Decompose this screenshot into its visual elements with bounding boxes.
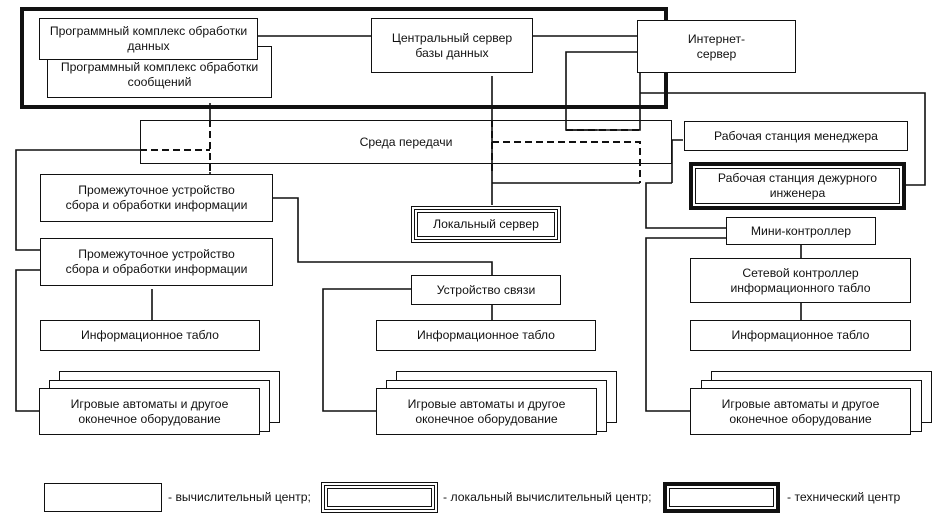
pk-data-line2: данных: [127, 39, 170, 53]
line-engineer-loop: [640, 92, 926, 186]
info-board-left-label: Информационное табло: [81, 328, 219, 342]
legend-local-inner-1: [324, 485, 435, 510]
dashed-right-to-mini: [492, 141, 641, 183]
gaming-mid-line2: оконечное оборудование: [415, 411, 558, 426]
line-inter1-comm: [273, 197, 493, 275]
inter1-line1: Промежуточное устройство: [78, 183, 235, 197]
legend-swatch-local-center: [321, 482, 438, 513]
info-board-right-label: Информационное табло: [731, 328, 870, 342]
gaming-left-line1: Игровые автоматы и другое: [70, 396, 229, 411]
netctrl-line1: Сетевой контроллер: [742, 265, 859, 280]
inter1-line2: сбора и обработки информации: [65, 198, 248, 212]
legend-computing-center: - вычислительный центр;: [168, 490, 311, 504]
manager-workstation: Рабочая станция менеджера: [684, 121, 908, 151]
gaming-right-line2: оконечное оборудование: [729, 411, 872, 426]
manager-label: Рабочая станция менеджера: [714, 128, 878, 143]
local-inner-border-1: [414, 209, 558, 240]
pk-messages-line1: Программный комплекс обработки: [60, 60, 259, 74]
central-line2: базы данных: [415, 45, 489, 60]
internet-label: Интернет-сервер: [688, 32, 745, 62]
netctrl-line2: информационного табло: [730, 280, 871, 295]
line-comm-gaming: [322, 288, 412, 412]
legend-technical-center: - технический центр: [787, 490, 901, 504]
gaming-right-line1: Игровые автоматы и другое: [721, 396, 880, 411]
central-line1: Центральный сервер: [391, 30, 513, 45]
info-board-left: Информационное табло: [40, 320, 260, 351]
local-server-label: Локальный сервер: [433, 217, 539, 231]
info-board-right: Информационное табло: [690, 320, 911, 351]
line-to-mini: [645, 182, 726, 229]
medium-label: Среда передачи: [359, 134, 453, 149]
legend-swatch-computing-center: [44, 483, 162, 512]
line-left-gaming: [15, 269, 40, 412]
line-manager: [671, 139, 683, 183]
local-inner-border-2: [417, 212, 555, 237]
internet-line1: Интернет-: [687, 31, 746, 46]
gaming-mid-line1: Игровые автоматы и другое: [407, 396, 566, 411]
comm-device-label: Устройство связи: [436, 282, 536, 297]
info-board-middle: Информационное табло: [376, 320, 596, 351]
communication-device: Устройство связи: [411, 275, 561, 305]
mini-controller-label: Мини-контроллер: [750, 223, 852, 238]
pk-data-line1: Программный комплекс обработки: [49, 24, 248, 38]
engineer-line1: Рабочая станция дежурного: [717, 171, 878, 185]
legend-swatch-technical-center: [663, 482, 780, 513]
tech-inner-border: [695, 168, 900, 204]
internet-server: Интернет-сервер: [637, 20, 796, 73]
mini-controller: Мини-контроллер: [726, 217, 876, 245]
internet-line2: сервер: [696, 46, 737, 61]
line-mini-gaming: [645, 237, 726, 412]
inter2-line1: Промежуточное устройство: [78, 247, 235, 261]
transmission-medium: Среда передачи: [140, 120, 672, 164]
legend-local-center: - локальный вычислительный центр;: [443, 490, 652, 504]
local-server: Локальный сервер: [411, 206, 561, 243]
legend-tech-inner: [669, 488, 774, 507]
line-left-bus: [15, 149, 140, 251]
inter2-line2: сбора и обработки информации: [65, 262, 248, 276]
legend-local-inner-2: [327, 488, 432, 507]
engineer-line2: инженера: [769, 186, 826, 200]
line-internet-loop: [565, 51, 638, 131]
pk-messages-line2: сообщений: [127, 75, 192, 89]
info-board-middle-label: Информационное табло: [417, 328, 555, 342]
gaming-left-line2: оконечное оборудование: [78, 411, 221, 426]
